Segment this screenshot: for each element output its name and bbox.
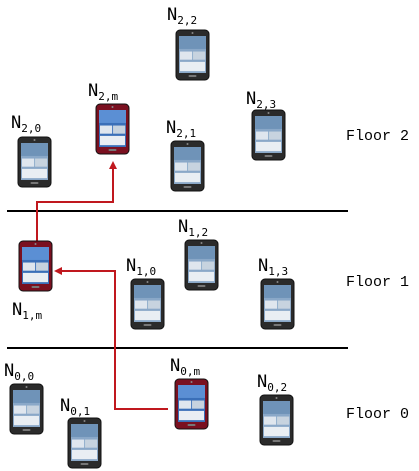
tablet-icon-1-0 (130, 278, 165, 330)
arrow-n0m-to-n1m (54, 267, 168, 410)
tablet-icon-0-0 (9, 383, 44, 435)
tablet-icon-2-2 (175, 29, 210, 81)
floor-label-0: Floor 0 (346, 406, 409, 423)
tablet-icon-2-0 (17, 136, 52, 188)
node-label-2-3: N2,3 (246, 89, 276, 111)
tablet-icon-1-3 (260, 278, 295, 330)
node-label-2-m: N2,m (88, 81, 118, 103)
floor-label-1: Floor 1 (346, 274, 409, 291)
device-layer (9, 29, 295, 469)
node-label-1-2: N1,2 (178, 217, 208, 239)
node-label-1-m: N1,m (12, 300, 42, 322)
node-label-1-3: N1,3 (258, 256, 288, 278)
floor-label-2: Floor 2 (346, 128, 409, 145)
node-label-0-1: N0,1 (60, 396, 90, 418)
node-label-0-0: N0,0 (4, 361, 34, 383)
tablet-icon-0-m (174, 378, 209, 430)
tablet-icon-0-1 (67, 417, 102, 469)
tablet-icon-1-m (18, 240, 53, 292)
node-label-2-1: N2,1 (166, 118, 196, 140)
node-label-0-2: N0,2 (257, 372, 287, 394)
node-label-1-0: N1,0 (126, 256, 156, 278)
tablet-icon-2-m (95, 103, 130, 155)
node-label-2-2: N2,2 (167, 5, 197, 27)
node-label-0-m: N0,m (170, 356, 200, 378)
arrow-n1m-to-n2m (36, 161, 117, 244)
node-label-layer: N2,2N2,m N2,3N2,0 N2,1N1,2N1,0 N1,3N1,mN0,0… (4, 5, 288, 418)
tablet-icon-2-1 (170, 140, 205, 192)
tablet-icon-1-2 (184, 239, 219, 291)
tablet-icon-0-2 (259, 394, 294, 446)
node-label-2-0: N2,0 (11, 113, 41, 135)
tablet-icon-2-3 (251, 109, 286, 161)
